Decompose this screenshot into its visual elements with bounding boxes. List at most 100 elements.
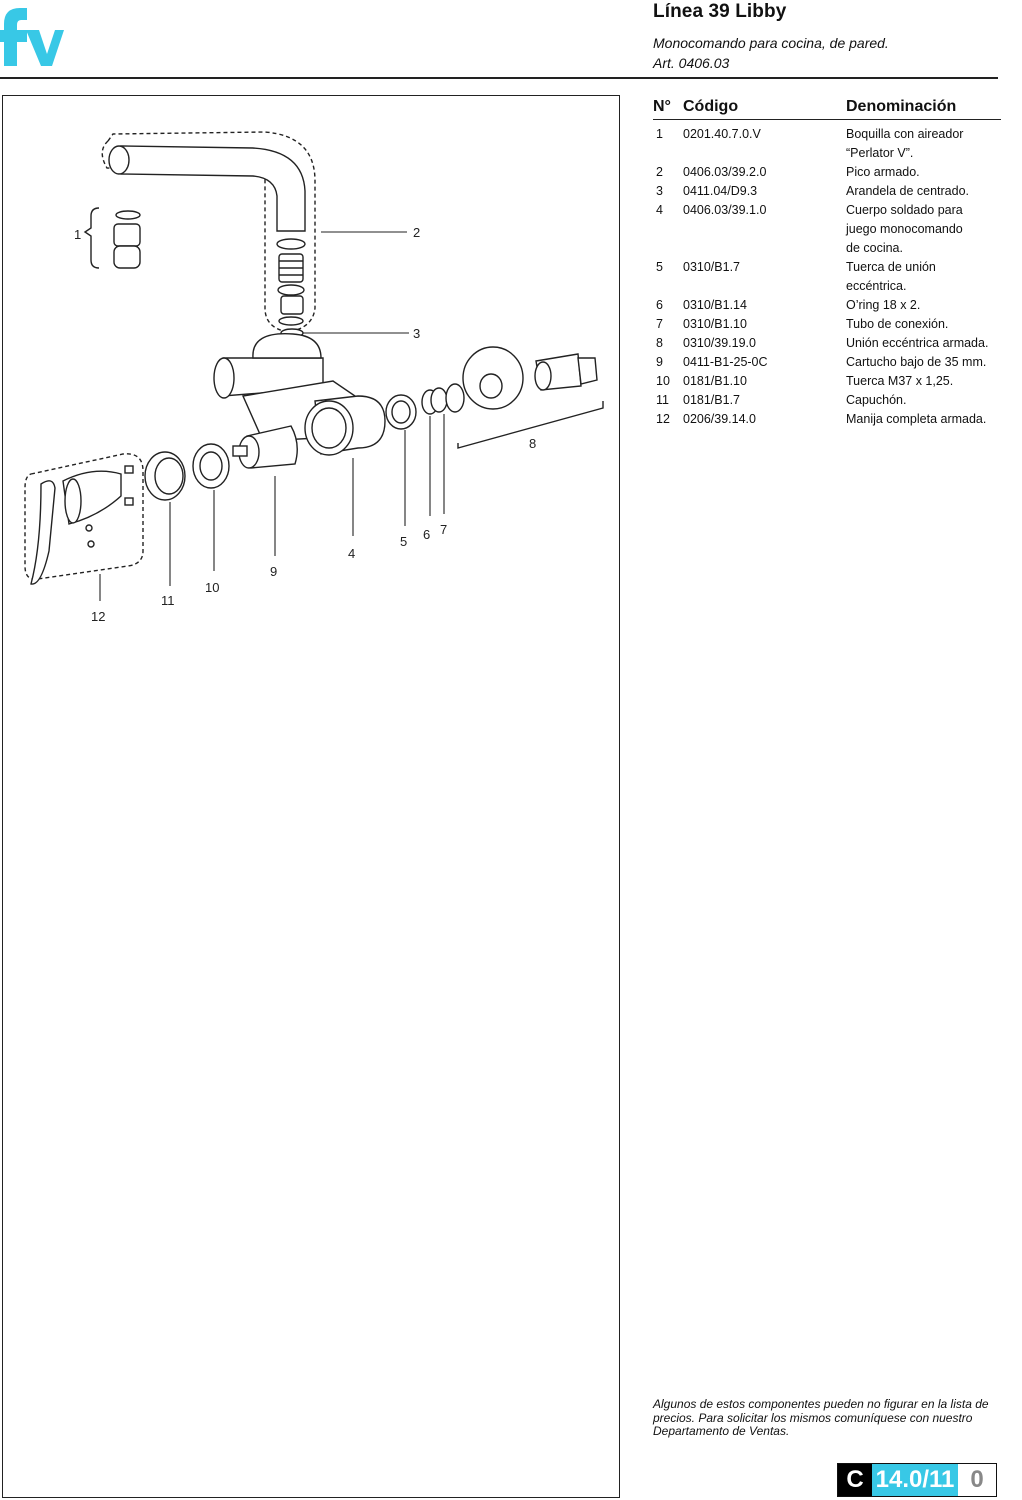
- part-name-line: juego monocomando: [846, 222, 963, 236]
- table-row: 3 0411.04/D9.3 Arandela de centrado.: [653, 182, 1001, 201]
- part-name: O’ring 18 x 2.: [846, 296, 1001, 315]
- table-row: 10 0181/B1.10 Tuerca M37 x 1,25.: [653, 372, 1001, 391]
- part-code: 0206/39.14.0: [683, 412, 756, 426]
- part-name-line: de cocina.: [846, 241, 903, 255]
- part-number: 12: [656, 412, 670, 426]
- handle-group-outline: [24, 453, 144, 580]
- cartridge: [246, 425, 298, 469]
- part-name: Manija completa armada.: [846, 410, 1001, 429]
- table-row: 12 0206/39.14.0 Manija completa armada.: [653, 410, 1001, 429]
- article-number: Art. 0406.03: [653, 55, 730, 71]
- part-name-line: Boquilla con aireador: [846, 127, 964, 141]
- part-name: Boquilla con aireador “Perlator V”.: [846, 125, 1001, 163]
- page-title: Línea 39 Libby: [653, 1, 787, 22]
- table-row: 4 0406.03/39.1.0 Cuerpo soldado para juego …: [653, 201, 1001, 258]
- spout: [120, 145, 306, 232]
- table-row: 5 0310/B1.7 Tuerca de unión eccéntrica.: [653, 258, 1001, 296]
- table-row: 11 0181/B1.7 Capuchón.: [653, 391, 1001, 410]
- part-number: 5: [656, 260, 663, 274]
- part-name-line: Tuerca de unión: [846, 260, 936, 274]
- part-name-line: Manija completa armada.: [846, 412, 987, 426]
- part-name: Capuchón.: [846, 391, 1001, 410]
- exploded-diagram-frame: 1 2 3 4 5 6 7 8 9 10 11 12: [2, 95, 620, 1498]
- part-code: 0406.03/39.1.0: [683, 203, 767, 217]
- callout-8: 8: [529, 436, 536, 451]
- part-code: 0201.40.7.0.V: [683, 127, 761, 141]
- part-name-line: Unión eccéntrica armada.: [846, 336, 989, 350]
- part-name-line: Arandela de centrado.: [846, 184, 970, 198]
- part-name: Tuerca M37 x 1,25.: [846, 372, 1001, 391]
- part-number: 10: [656, 374, 670, 388]
- part-name: Cartucho bajo de 35 mm.: [846, 353, 1001, 372]
- part-number: 11: [656, 393, 669, 407]
- footnote: Algunos de estos componentes pueden no f…: [653, 1397, 989, 1438]
- part-name: Arandela de centrado.: [846, 182, 1001, 201]
- page-revision: 0: [958, 1464, 996, 1496]
- page-subtitle: Monocomando para cocina, de pared.: [653, 35, 889, 51]
- page-code: C 14.0/11 0: [837, 1463, 997, 1497]
- part-number: 3: [656, 184, 663, 198]
- table-row: 9 0411-B1-25-0C Cartucho bajo de 35 mm.: [653, 353, 1001, 372]
- callout-2: 2: [413, 225, 420, 240]
- part-name-line: “Perlator V”.: [846, 146, 914, 160]
- page-section: C: [838, 1464, 872, 1496]
- part-name: Pico armado.: [846, 163, 1001, 182]
- part-code: 0310/39.19.0: [683, 336, 756, 350]
- part-code: 0181/B1.10: [683, 374, 747, 388]
- part-name-line: Capuchón.: [846, 393, 907, 407]
- part-name-line: Tubo de conexión.: [846, 317, 949, 331]
- page-number: 14.0/11: [872, 1464, 958, 1496]
- fv-logo: [0, 8, 64, 66]
- part-code: 0310/B1.14: [683, 298, 747, 312]
- part-name: Cuerpo soldado para juego monocomando de c…: [846, 201, 1001, 258]
- callout-3: 3: [413, 326, 420, 341]
- table-row: 1 0201.40.7.0.V Boquilla con aireador “Perl…: [653, 125, 1001, 163]
- part-code: 0411-B1-25-0C: [683, 355, 768, 369]
- part-code: 0181/B1.7: [683, 393, 740, 407]
- parts-table-header: N° Código Denominación: [653, 95, 1001, 120]
- part-name: Tuerca de unión eccéntrica.: [846, 258, 1001, 296]
- part-name-line: eccéntrica.: [846, 279, 907, 293]
- part-name: Tubo de conexión.: [846, 315, 1001, 334]
- callout-5: 5: [400, 534, 407, 549]
- callout-4: 4: [348, 546, 355, 561]
- part-code: 0310/B1.10: [683, 317, 747, 331]
- part-number: 6: [656, 298, 663, 312]
- callout-1: 1: [74, 227, 81, 242]
- part-name-line: Pico armado.: [846, 165, 920, 179]
- part-code: 0310/B1.7: [683, 260, 740, 274]
- part-number: 1: [656, 127, 663, 141]
- table-row: 7 0310/B1.10 Tubo de conexión.: [653, 315, 1001, 334]
- part-name-line: Cuerpo soldado para: [846, 203, 963, 217]
- parts-table: N° Código Denominación 1 0201.40.7.0.V Boq…: [653, 95, 1001, 429]
- connection-tube: [445, 383, 465, 413]
- part-name-line: Cartucho bajo de 35 mm.: [846, 355, 987, 369]
- handle-lever: [30, 480, 56, 585]
- callout-12: 12: [91, 609, 105, 624]
- header-name: Denominación: [846, 98, 957, 115]
- table-row: 8 0310/39.19.0 Unión eccéntrica armada.: [653, 334, 1001, 353]
- table-row: 6 0310/B1.14 O’ring 18 x 2.: [653, 296, 1001, 315]
- header-divider: [0, 77, 998, 79]
- part-name-line: Tuerca M37 x 1,25.: [846, 374, 954, 388]
- part-number: 2: [656, 165, 663, 179]
- callout-9: 9: [270, 564, 277, 579]
- part-number: 8: [656, 336, 663, 350]
- spout-group-outline: [101, 131, 316, 333]
- part-number: 9: [656, 355, 663, 369]
- callout-6: 6: [423, 527, 430, 542]
- part-number: 7: [656, 317, 663, 331]
- parts-table-body: 1 0201.40.7.0.V Boquilla con aireador “Perl…: [653, 120, 1001, 429]
- exploded-diagram: 1 2 3 4 5 6 7 8 9 10 11 12: [24, 131, 604, 624]
- header-code: Código: [683, 98, 739, 115]
- callout-11: 11: [161, 593, 175, 608]
- part-code: 0406.03/39.2.0: [683, 165, 767, 179]
- table-row: 2 0406.03/39.2.0 Pico armado.: [653, 163, 1001, 182]
- part-name-line: O’ring 18 x 2.: [846, 298, 921, 312]
- header: Línea 39 Libby Monocomando para cocina, …: [653, 0, 1013, 71]
- header-no: N°: [653, 98, 671, 115]
- part-code: 0411.04/D9.3: [683, 184, 758, 198]
- callout-7: 7: [440, 522, 447, 537]
- part-number: 4: [656, 203, 663, 217]
- part-name: Unión eccéntrica armada.: [846, 334, 1001, 353]
